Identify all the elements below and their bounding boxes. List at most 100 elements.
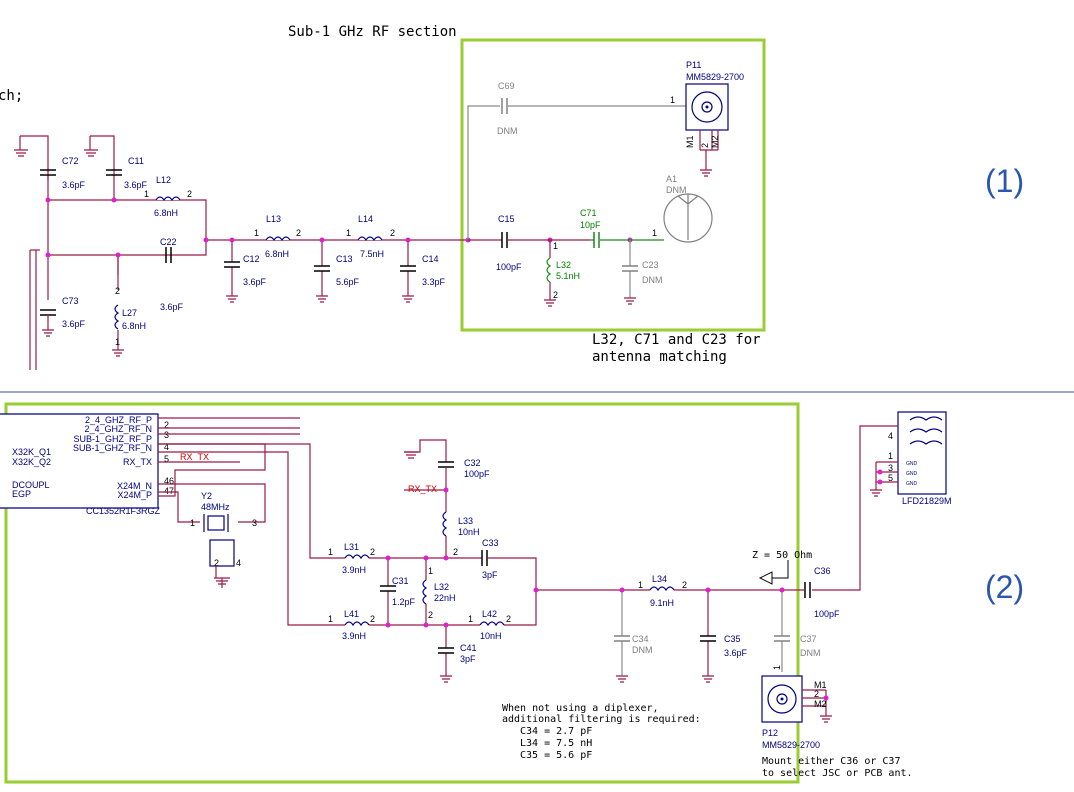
- connector-p12: 1 M1 2 M2 P12 MM5829-2700: [761, 665, 832, 750]
- svg-text:22nH: 22nH: [434, 593, 456, 603]
- mount-note-1: Mount either C36 or C37: [762, 756, 900, 767]
- svg-text:C33: C33: [482, 538, 499, 548]
- chip-cc1352: CC1352R1F3RGZ X32K_Q1 X32K_Q2 DCOUPL EGP…: [0, 413, 209, 516]
- svg-text:C12: C12: [243, 254, 260, 264]
- svg-text:LFD21829M: LFD21829M: [902, 496, 952, 506]
- svg-text:2: 2: [187, 189, 192, 199]
- svg-text:M2: M2: [710, 135, 720, 148]
- svg-text:1: 1: [428, 566, 433, 576]
- svg-text:5: 5: [164, 454, 169, 464]
- svg-text:C11: C11: [128, 156, 144, 166]
- svg-text:P12: P12: [762, 728, 778, 738]
- svg-text:C37: C37: [800, 634, 817, 644]
- svg-text:EGP: EGP: [12, 489, 31, 499]
- svg-text:2: 2: [370, 614, 375, 624]
- svg-text:C22: C22: [160, 237, 177, 247]
- svg-text:C73: C73: [62, 296, 79, 306]
- svg-text:1: 1: [888, 451, 893, 461]
- inductor-l12: L12 1 2 6.8nH: [144, 175, 192, 218]
- svg-text:L31: L31: [344, 542, 359, 552]
- svg-text:100pF: 100pF: [464, 469, 490, 479]
- antenna-a1: A1 DNM: [663, 174, 713, 243]
- svg-text:C15: C15: [498, 214, 515, 224]
- svg-text:C32: C32: [464, 458, 481, 468]
- svg-text:1: 1: [772, 665, 782, 670]
- svg-text:1: 1: [468, 614, 473, 624]
- svg-text:48MHz: 48MHz: [201, 502, 230, 512]
- svg-text:1: 1: [670, 95, 675, 105]
- svg-text:3.6pF: 3.6pF: [724, 648, 748, 658]
- inductor-l14: L14 1 2 7.5nH: [346, 214, 395, 259]
- svg-text:7.5nH: 7.5nH: [360, 249, 384, 259]
- svg-text:3: 3: [888, 463, 893, 473]
- svg-text:2_4_GHZ_RF_P: 2_4_GHZ_RF_P: [85, 415, 152, 425]
- svg-text:3.6pF: 3.6pF: [160, 302, 184, 312]
- section-label-1: (1): [985, 163, 1024, 199]
- svg-text:C35: C35: [724, 634, 741, 644]
- capacitor-c11: C11 3.6pF: [106, 156, 148, 190]
- capacitor-c13: C13 5.6pF: [314, 240, 360, 303]
- svg-text:C72: C72: [62, 156, 79, 166]
- svg-text:C69: C69: [498, 81, 515, 91]
- capacitor-c31: C31 1.2pF: [380, 558, 416, 625]
- inductor-l33: L33 10nH: [442, 490, 480, 558]
- ground-symbols-top-left: [14, 136, 98, 157]
- fragment-text: ch;: [0, 88, 23, 104]
- svg-text:C71: C71: [580, 208, 597, 218]
- inductor-l32-bottom: L32 22nH 1 2: [422, 558, 456, 625]
- capacitor-c32: C32 100pF RX_TX: [404, 439, 490, 494]
- svg-text:1.2pF: 1.2pF: [392, 597, 416, 607]
- svg-text:100pF: 100pF: [496, 262, 522, 272]
- svg-text:1: 1: [144, 189, 149, 199]
- svg-text:5.6pF: 5.6pF: [336, 277, 360, 287]
- svg-text:X24M_N: X24M_N: [117, 481, 152, 491]
- capacitor-c33: C33 3pF 2: [453, 538, 537, 590]
- svg-text:6.8nH: 6.8nH: [122, 321, 146, 331]
- svg-text:RX_TX: RX_TX: [123, 457, 152, 467]
- svg-text:P11: P11: [686, 60, 701, 70]
- svg-text:3pF: 3pF: [482, 570, 498, 580]
- mount-note-2: to select JSC or PCB ant.: [762, 768, 913, 779]
- svg-text:1: 1: [638, 580, 643, 590]
- svg-text:Z = 50 Ohm: Z = 50 Ohm: [752, 550, 812, 561]
- svg-text:10pF: 10pF: [580, 220, 601, 230]
- inductor-l27: L27 6.8nH 2 1: [112, 286, 146, 357]
- svg-text:L12: L12: [156, 175, 171, 185]
- svg-text:GND: GND: [906, 481, 918, 487]
- capacitor-c23: C23 DNM: [622, 240, 663, 305]
- svg-text:1: 1: [553, 241, 558, 251]
- svg-text:1: 1: [254, 228, 259, 238]
- svg-text:CC1352R1F3RGZ: CC1352R1F3RGZ: [86, 506, 161, 516]
- svg-text:10nH: 10nH: [458, 527, 480, 537]
- svg-text:3.6pF: 3.6pF: [62, 180, 86, 190]
- svg-text:2: 2: [390, 228, 395, 238]
- svg-text:L33: L33: [458, 516, 473, 526]
- svg-text:DNM: DNM: [497, 126, 518, 136]
- svg-text:1: 1: [328, 614, 333, 624]
- svg-text:3.6pF: 3.6pF: [124, 180, 148, 190]
- svg-text:2: 2: [115, 286, 120, 296]
- junction-dots-bottom: [385, 469, 883, 701]
- svg-text:2: 2: [453, 547, 458, 557]
- diplexer-note-c35: C35 = 5.6 pF: [520, 750, 592, 761]
- diplexer-note-l34: L34 = 7.5 nH: [520, 738, 592, 749]
- svg-text:2: 2: [214, 558, 219, 568]
- svg-text:A1: A1: [666, 174, 677, 184]
- svg-text:3.6pF: 3.6pF: [62, 319, 86, 329]
- svg-text:3.6pF: 3.6pF: [243, 277, 267, 287]
- svg-text:DCOUPL: DCOUPL: [12, 480, 50, 490]
- svg-text:C13: C13: [336, 254, 353, 264]
- svg-text:47: 47: [164, 486, 174, 496]
- junction-dots-top: [45, 197, 633, 258]
- svg-text:3: 3: [164, 430, 169, 440]
- svg-text:4: 4: [888, 431, 893, 441]
- capacitor-c15: C15 100pF: [468, 214, 590, 272]
- svg-text:GND: GND: [906, 471, 918, 477]
- inductor-l41: L41 3.9nH 1 2: [328, 609, 470, 641]
- svg-text:GND: GND: [906, 461, 918, 467]
- svg-text:2: 2: [553, 290, 558, 300]
- svg-text:10nH: 10nH: [480, 631, 502, 641]
- svg-text:4: 4: [236, 558, 241, 568]
- svg-text:X24M_P: X24M_P: [117, 490, 152, 500]
- svg-text:3pF: 3pF: [460, 654, 476, 664]
